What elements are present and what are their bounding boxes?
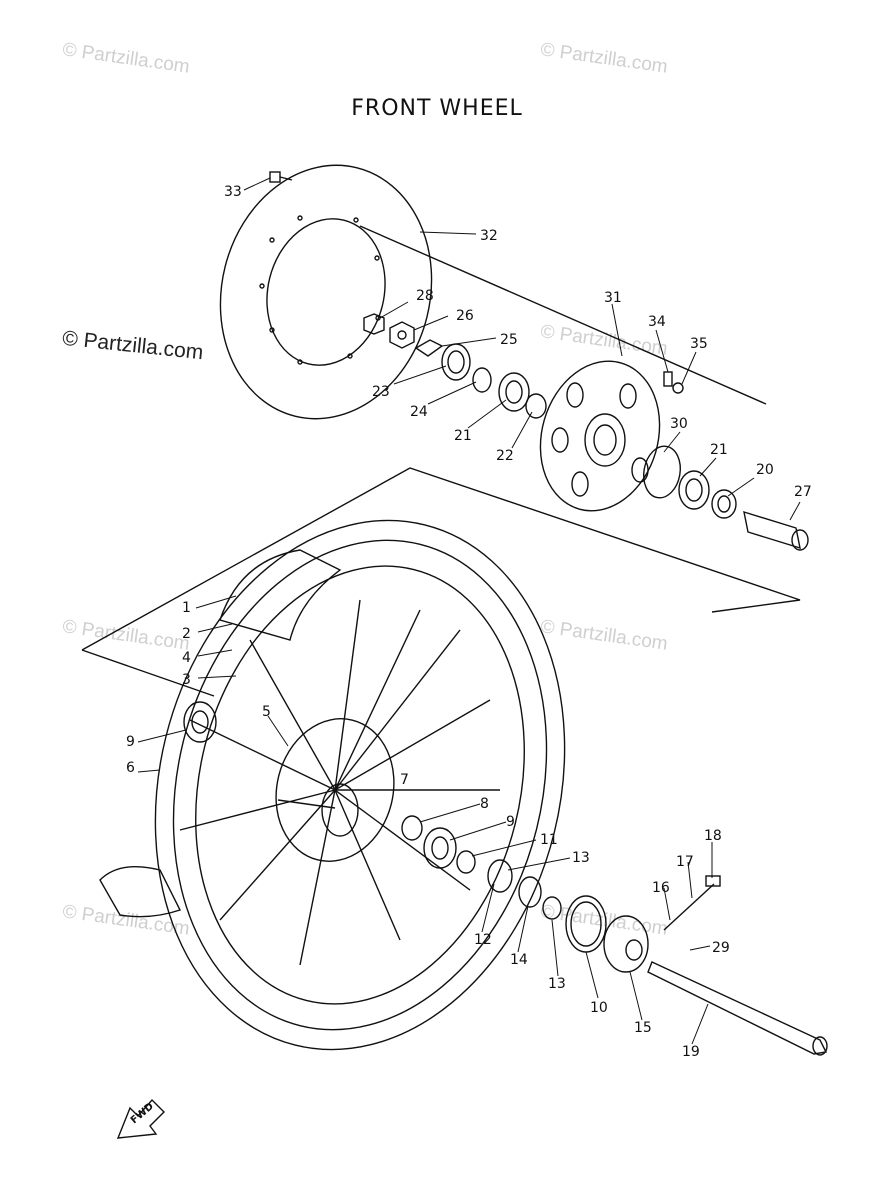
callout-3: 3 bbox=[182, 672, 191, 688]
callout-33: 33 bbox=[224, 184, 242, 200]
callout-19: 19 bbox=[682, 1044, 700, 1060]
wheel-assembly bbox=[99, 519, 566, 1051]
nut-26 bbox=[389, 321, 415, 349]
callout-35: 35 bbox=[690, 336, 708, 352]
callout-10: 10 bbox=[590, 1000, 608, 1016]
callout-28: 28 bbox=[416, 288, 434, 304]
callout-5: 5 bbox=[262, 704, 271, 720]
callout-21-right: 21 bbox=[710, 442, 728, 458]
spacer-8 bbox=[401, 815, 423, 841]
callout-25: 25 bbox=[500, 332, 518, 348]
forward-arrow-icon bbox=[116, 1098, 165, 1139]
bearing-9-left bbox=[183, 701, 217, 743]
brake-disc bbox=[219, 164, 433, 420]
callout-14: 14 bbox=[510, 952, 528, 968]
callout-34: 34 bbox=[648, 314, 666, 330]
callout-24: 24 bbox=[410, 404, 428, 420]
callout-30: 30 bbox=[670, 416, 688, 432]
bearing-21-right bbox=[678, 470, 710, 510]
callout-17: 17 bbox=[676, 854, 694, 870]
disc-bolt bbox=[269, 171, 293, 183]
callout-22: 22 bbox=[496, 448, 514, 464]
wheel-hub bbox=[539, 360, 661, 512]
callout-12: 12 bbox=[474, 932, 492, 948]
spacer-20 bbox=[711, 489, 737, 519]
nut-28 bbox=[363, 313, 385, 335]
gear-14 bbox=[518, 876, 542, 908]
o-ring-30 bbox=[643, 445, 681, 499]
bearing-21-upper bbox=[498, 372, 530, 412]
speedometer-drive-16-18 bbox=[663, 875, 721, 931]
callout-13-top: 13 bbox=[572, 850, 590, 866]
gear-housing-15 bbox=[603, 915, 649, 973]
leader-lines bbox=[137, 177, 801, 1045]
oil-seal-23 bbox=[441, 343, 471, 381]
callout-18: 18 bbox=[704, 828, 722, 844]
callout-31: 31 bbox=[604, 290, 622, 306]
callout-11: 11 bbox=[540, 832, 558, 848]
callout-8: 8 bbox=[480, 796, 489, 812]
callout-labels: 1 2 3 4 5 6 7 8 9 9 10 11 12 13 13 14 15… bbox=[126, 184, 812, 1060]
callout-27: 27 bbox=[794, 484, 812, 500]
callout-9-right: 9 bbox=[506, 814, 515, 830]
callout-21-left: 21 bbox=[454, 428, 472, 444]
callout-15: 15 bbox=[634, 1020, 652, 1036]
callout-6: 6 bbox=[126, 760, 135, 776]
callout-26: 26 bbox=[456, 308, 474, 324]
lock-washer-25 bbox=[414, 339, 444, 357]
oil-seal-10 bbox=[565, 895, 607, 953]
nut-35 bbox=[672, 382, 684, 394]
callout-7: 7 bbox=[400, 772, 409, 788]
spacer-11 bbox=[456, 850, 476, 874]
washer-13 bbox=[542, 896, 562, 920]
bolt-34 bbox=[663, 371, 673, 387]
callout-23: 23 bbox=[372, 384, 390, 400]
assembly-guide-lines bbox=[81, 225, 801, 697]
front-axle-19 bbox=[647, 961, 828, 1056]
callout-13-bottom: 13 bbox=[548, 976, 566, 992]
fwd-label: FWD bbox=[129, 1101, 156, 1126]
callout-2: 2 bbox=[182, 626, 191, 642]
callout-32: 32 bbox=[480, 228, 498, 244]
callout-20: 20 bbox=[756, 462, 774, 478]
axle-collar-27 bbox=[743, 510, 809, 551]
callout-1: 1 bbox=[182, 600, 191, 616]
bearing-9-right bbox=[423, 827, 457, 869]
callout-29: 29 bbox=[712, 940, 730, 956]
callout-16: 16 bbox=[652, 880, 670, 896]
spacer-22 bbox=[525, 393, 547, 419]
spacer-24 bbox=[472, 367, 492, 393]
spoke-6 bbox=[277, 799, 336, 809]
diagram-title: FRONT WHEEL bbox=[351, 96, 523, 121]
clip-12 bbox=[487, 859, 513, 893]
callout-4: 4 bbox=[182, 650, 191, 666]
callout-9-left: 9 bbox=[126, 734, 135, 750]
